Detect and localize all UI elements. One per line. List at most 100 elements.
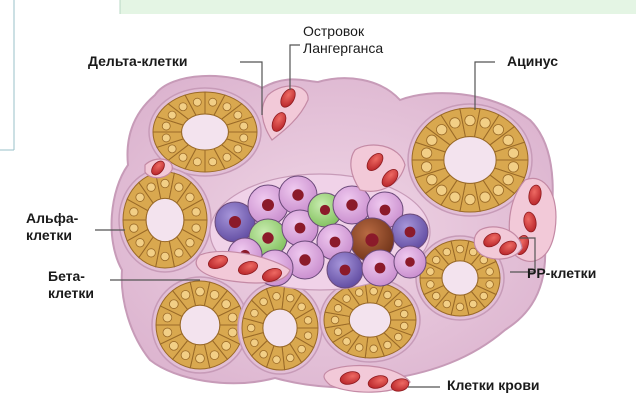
acinar-nucleus <box>240 134 248 142</box>
acinar-nucleus <box>304 332 312 340</box>
acinar-nucleus <box>175 183 183 191</box>
acinar-nucleus <box>260 350 268 358</box>
acinar-nucleus <box>181 290 190 299</box>
label-beta-line2: клетки <box>48 285 94 302</box>
acinus-lumen <box>442 261 478 295</box>
acinar-nucleus <box>486 268 494 276</box>
beta-cell <box>333 186 371 224</box>
acinar-nucleus <box>436 185 446 195</box>
acinar-nucleus <box>334 328 342 336</box>
beta-cell-nucleus <box>262 199 274 211</box>
acinar-nucleus <box>192 208 200 216</box>
acinar-nucleus <box>421 162 431 172</box>
acinar-nucleus <box>480 118 490 128</box>
acinar-nucleus <box>210 290 219 299</box>
acinar-nucleus <box>286 294 294 302</box>
delta-cell-nucleus <box>262 232 273 243</box>
acinar-nucleus <box>298 303 306 311</box>
acinus-5 <box>152 277 248 373</box>
acinus-6 <box>238 282 322 374</box>
acinus-lumen <box>263 309 297 347</box>
beta-cell-nucleus <box>375 263 386 274</box>
acinar-nucleus <box>355 289 363 297</box>
acinus-2 <box>119 168 211 272</box>
acinar-nucleus <box>450 192 460 202</box>
acinar-nucleus <box>162 122 170 130</box>
label-beta-line1: Бета- <box>48 268 94 285</box>
acinar-nucleus <box>223 153 231 161</box>
acinar-nucleus <box>228 328 237 337</box>
acinar-nucleus <box>162 134 170 142</box>
acinar-nucleus <box>251 339 259 347</box>
acinus-lumen <box>182 114 229 150</box>
acinar-nucleus <box>450 118 460 128</box>
acinar-nucleus <box>334 304 342 312</box>
beta-cell-nucleus <box>346 199 357 210</box>
acinar-nucleus <box>432 292 440 300</box>
acinar-nucleus <box>179 153 187 161</box>
acinar-nucleus <box>186 239 194 247</box>
acinar-nucleus <box>370 345 378 353</box>
acinar-nucleus <box>210 351 219 360</box>
acinar-nucleus <box>136 239 144 247</box>
label-alpha-cells: Альфа- клетки <box>26 210 78 244</box>
acinar-nucleus <box>394 299 402 307</box>
acinar-nucleus <box>384 341 392 349</box>
acinar-nucleus <box>192 224 200 232</box>
acinar-nucleus <box>427 268 435 276</box>
acinar-nucleus <box>465 194 475 204</box>
acinar-nucleus <box>181 351 190 360</box>
acinar-nucleus <box>234 145 242 153</box>
acinar-nucleus <box>394 333 402 341</box>
acinar-nucleus <box>147 249 155 257</box>
acinar-nucleus <box>443 300 451 308</box>
acinar-nucleus <box>400 310 408 318</box>
acinar-nucleus <box>247 324 255 332</box>
acinar-nucleus <box>136 193 144 201</box>
acinar-nucleus <box>161 179 169 187</box>
acinar-nucleus <box>331 316 339 324</box>
acinar-nucleus <box>251 309 259 317</box>
acinar-nucleus <box>465 115 475 125</box>
acinar-nucleus <box>503 135 513 145</box>
acinar-nucleus <box>147 183 155 191</box>
acinar-nucleus <box>240 122 248 130</box>
label-alpha-line1: Альфа- <box>26 210 78 227</box>
acinar-nucleus <box>432 256 440 264</box>
acinus-lumen <box>349 303 390 337</box>
label-delta-cells: Дельта-клетки <box>88 53 187 70</box>
acinar-nucleus <box>298 345 306 353</box>
alpha-cell <box>392 214 428 250</box>
beta-cell-nucleus <box>292 189 303 200</box>
acinar-nucleus <box>193 98 201 106</box>
acinar-nucleus <box>168 145 176 153</box>
acinar-nucleus <box>427 175 437 185</box>
acinar-nucleus <box>228 313 237 322</box>
beta-cell-nucleus <box>299 254 310 265</box>
acinar-nucleus <box>456 303 464 311</box>
acinar-nucleus <box>196 354 205 363</box>
acinus-lumen <box>146 198 184 241</box>
blood-vessel-7 <box>145 159 172 178</box>
acinar-nucleus <box>179 103 187 111</box>
acinar-nucleus <box>508 162 518 172</box>
acinar-nucleus <box>456 245 464 253</box>
acinar-nucleus <box>130 224 138 232</box>
label-alpha-line2: клетки <box>26 227 78 244</box>
beta-cell-nucleus <box>405 257 415 267</box>
acinus-lumen <box>444 137 496 184</box>
acinar-nucleus <box>469 300 477 308</box>
acinar-nucleus <box>175 249 183 257</box>
acinar-nucleus <box>196 287 205 296</box>
acinar-nucleus <box>493 125 503 135</box>
acinar-nucleus <box>186 193 194 201</box>
acinar-nucleus <box>222 300 231 309</box>
acinus-lumen <box>180 305 220 345</box>
alpha-cell <box>327 252 363 288</box>
acinar-nucleus <box>193 158 201 166</box>
acinar-nucleus <box>493 185 503 195</box>
label-islet: Островок Лангерганса <box>303 23 383 57</box>
acinar-nucleus <box>130 208 138 216</box>
acinar-nucleus <box>427 135 437 145</box>
acinus-7 <box>320 278 420 362</box>
